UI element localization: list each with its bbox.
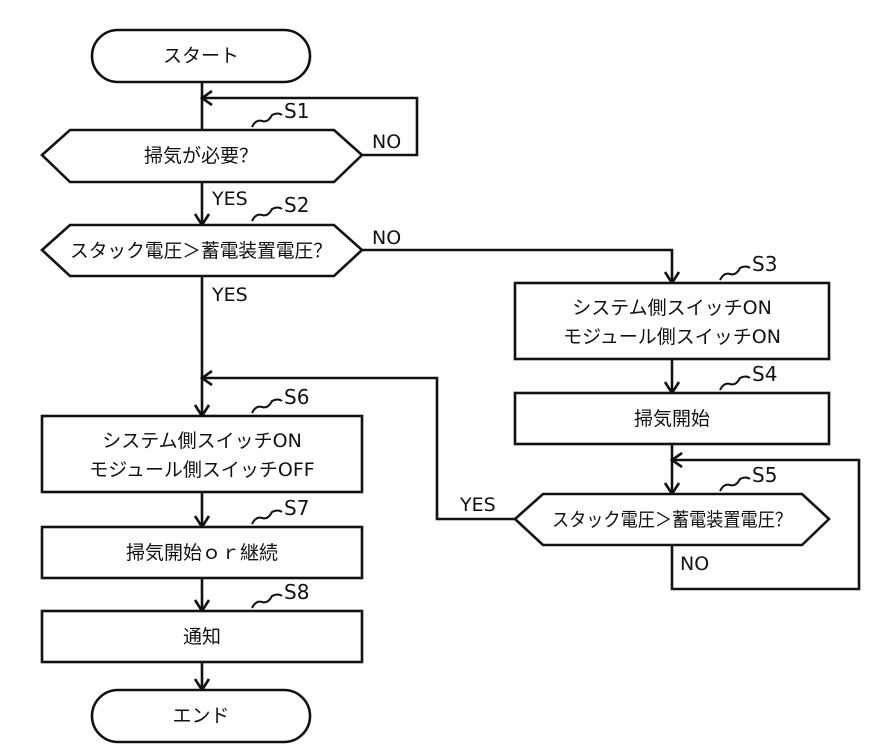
s1-label: 掃気が必要？ — [144, 145, 258, 167]
leader-s4 — [720, 377, 750, 391]
branch-s2-yes: YES — [211, 284, 248, 306]
branch-s2-no: NO — [372, 227, 401, 249]
s6-label-line1: システム側スイッチON — [102, 430, 302, 452]
step-id-s8: S8 — [284, 580, 309, 604]
step-id-s2: S2 — [284, 193, 309, 217]
leader-s8 — [252, 595, 282, 609]
step-id-s5: S5 — [752, 463, 777, 487]
step-id-s6: S6 — [284, 385, 309, 409]
end-label: エンド — [172, 705, 229, 727]
branch-s1-no: NO — [372, 131, 401, 153]
s2-label: スタック電圧＞蓄電装置電圧？ — [70, 240, 332, 262]
s8-label: 通知 — [183, 626, 221, 648]
step-id-s1: S1 — [284, 99, 309, 123]
step-id-s4: S4 — [752, 362, 777, 386]
leader-s1 — [252, 114, 282, 128]
s7-label: 掃気開始ｏｒ継続 — [126, 542, 278, 564]
connector-s2-s3 — [362, 250, 672, 283]
s4-label: 掃気開始 — [634, 408, 710, 430]
s6-label-line2: モジュール側スイッチOFF — [89, 459, 314, 481]
leader-s2 — [252, 208, 282, 222]
branch-s5-yes: YES — [459, 494, 496, 516]
branch-s1-yes: YES — [211, 188, 248, 210]
leader-s6 — [252, 400, 282, 414]
start-label: スタート — [163, 45, 239, 67]
branch-s5-no: NO — [680, 553, 709, 575]
leader-s7 — [252, 511, 282, 525]
s5-label: スタック電圧＞蓄電装置電圧？ — [552, 509, 792, 531]
leader-s5 — [720, 478, 750, 492]
step-id-s7: S7 — [284, 496, 309, 520]
s3-label-line2: モジュール側スイッチON — [563, 326, 781, 348]
step-id-s3: S3 — [752, 252, 777, 276]
s3-label-line1: システム側スイッチON — [572, 297, 772, 319]
leader-s3 — [720, 267, 750, 281]
